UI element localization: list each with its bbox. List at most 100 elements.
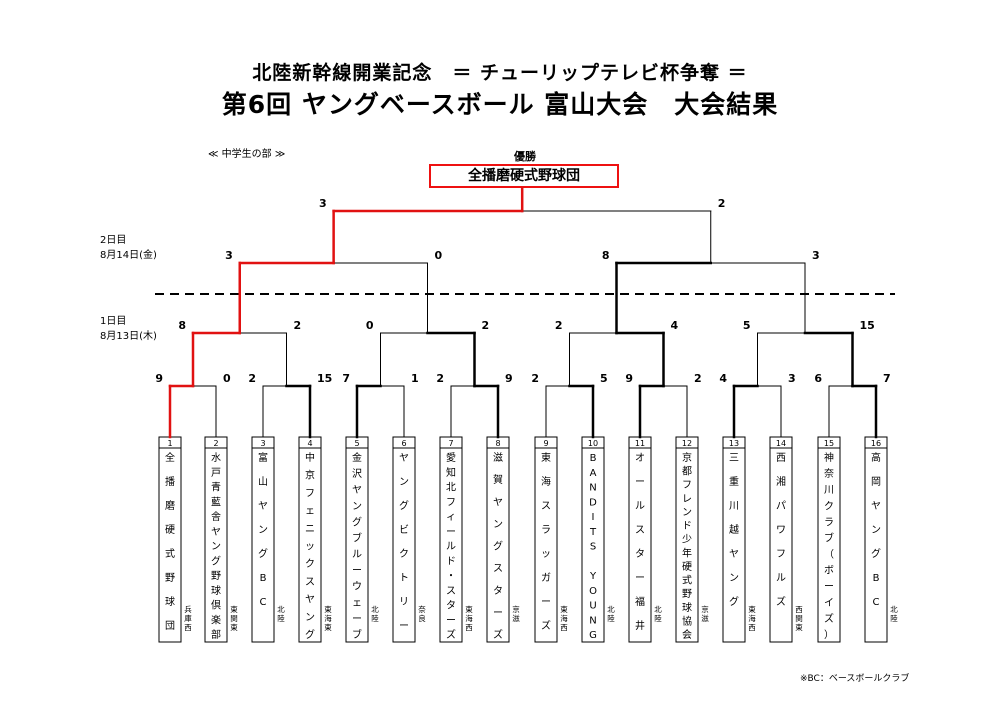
team-region-char: 滋 xyxy=(701,613,709,623)
team-name-char: ル xyxy=(446,542,456,553)
team-name-char: 野 xyxy=(682,588,692,600)
team-name-char: ス xyxy=(305,577,315,588)
team-region-char: 陸 xyxy=(371,613,379,623)
team-region-char: 東 xyxy=(795,622,803,632)
team-name-char: グ xyxy=(729,595,739,608)
team-name-char: ー xyxy=(541,597,551,608)
team-name-char: ン xyxy=(493,519,503,530)
team-region-char: 良 xyxy=(418,613,426,623)
team-name-char: ス xyxy=(635,525,645,536)
team-name-char: 岡 xyxy=(871,476,881,488)
team-name-char: 賀 xyxy=(493,474,503,486)
team-name-char: 全 xyxy=(165,451,175,464)
team-number: 1 xyxy=(167,439,172,448)
team-name-char: ヤ xyxy=(258,501,268,512)
team-name-char: 東 xyxy=(541,451,551,464)
team-name-char: 愛 xyxy=(446,451,456,464)
team-number: 8 xyxy=(495,439,500,448)
team-name-char: フ xyxy=(682,480,692,491)
team-name-char: T xyxy=(589,527,597,538)
team-region-char: 北 xyxy=(371,605,379,614)
team-name-char: 倶 xyxy=(211,599,221,612)
team-name-char: C xyxy=(873,597,880,608)
section-label: ≪ 中学生の部 ≫ xyxy=(208,149,286,160)
score-left: 2 xyxy=(436,372,444,385)
team-name-char: Y xyxy=(589,571,597,582)
team-region-char: 西 xyxy=(560,623,568,632)
team-name-char: ウ xyxy=(352,581,362,593)
title-line-2: 第6回 ヤングベースボール 富山大会 大会結果 xyxy=(221,90,779,119)
team-name-char: フ xyxy=(305,488,315,499)
team-region-char: 東 xyxy=(324,604,332,614)
team-name-char: ー xyxy=(824,582,834,593)
team-name-char: 知 xyxy=(446,466,456,479)
team-name-char: ン xyxy=(305,612,315,623)
score-left: 5 xyxy=(743,319,751,332)
team-name-char: 団 xyxy=(165,620,175,632)
team-number: 2 xyxy=(213,439,218,448)
day1-name: 1日目 xyxy=(100,316,127,327)
team-name-char: （ xyxy=(824,549,834,561)
team-name-char: 式 xyxy=(165,547,175,560)
score-right: 15 xyxy=(317,372,332,385)
team-region-char: 北 xyxy=(277,605,285,614)
team-name-char: 硬 xyxy=(165,524,175,536)
team-name-char: イ xyxy=(824,598,834,609)
team-region-char: 奈 xyxy=(418,604,426,614)
team-name-char: タ xyxy=(635,548,645,560)
team-name-char: B xyxy=(590,453,597,464)
team-name-char: 越 xyxy=(729,523,739,536)
team-name-char: ズ xyxy=(776,595,786,608)
team-name-char: ヤ xyxy=(871,501,881,512)
team-name-char: ル xyxy=(635,501,645,512)
team-name-char: 播 xyxy=(165,475,175,488)
team-region-char: 東 xyxy=(230,622,238,632)
team-name-char: ヤ xyxy=(399,453,409,464)
team-region-char: 京 xyxy=(512,604,520,614)
team-name-char: 部 xyxy=(211,628,221,641)
team-name-char: 舎 xyxy=(211,511,221,523)
team-name-char: U xyxy=(589,601,596,612)
team-name-char: 会 xyxy=(682,628,692,641)
team-name-char: 式 xyxy=(682,574,692,587)
team-box xyxy=(298,436,322,643)
score-left: 2 xyxy=(531,372,539,385)
team-name-char: ブ xyxy=(352,628,362,641)
team-name-char: グ xyxy=(305,628,315,641)
score-right: 0 xyxy=(435,249,443,262)
team-number: 13 xyxy=(729,439,739,448)
team-name-char: ン xyxy=(682,507,692,518)
team-region-char: 東 xyxy=(230,604,238,614)
team-name-char: G xyxy=(589,630,597,641)
score-left: 3 xyxy=(319,197,327,210)
day2-date: 8月14日(金) xyxy=(100,250,157,261)
score-right: 2 xyxy=(694,372,702,385)
team-region-char: 北 xyxy=(654,605,662,614)
team-name-char: 水 xyxy=(211,452,221,464)
score-left: 8 xyxy=(178,319,186,332)
team-name-char: N xyxy=(589,483,596,494)
day2-name: 2日目 xyxy=(100,235,127,246)
team-name-char: パ xyxy=(776,500,786,512)
team-box xyxy=(864,436,888,643)
team-name-char: 中 xyxy=(305,451,315,464)
team-name-char: ル xyxy=(352,550,362,561)
team-number: 3 xyxy=(260,439,265,448)
team-name-char: 山 xyxy=(258,476,268,488)
team-number: 11 xyxy=(635,439,645,448)
team-number: 7 xyxy=(448,439,453,448)
team-name-char: ィ xyxy=(446,512,456,523)
team-number: 4 xyxy=(307,439,312,448)
team-name-char: ス xyxy=(446,586,456,597)
team-region-char: 京 xyxy=(701,604,709,614)
team-name-char: ン xyxy=(211,542,221,553)
team-name-char: ッ xyxy=(541,549,551,560)
team-box xyxy=(251,436,275,643)
score-right: 7 xyxy=(883,372,891,385)
score-right: 4 xyxy=(671,319,679,332)
team-name-char: 球 xyxy=(682,601,692,614)
team-name-char: ー xyxy=(352,566,362,577)
team-name-char: ー xyxy=(446,615,456,626)
team-name-char: ス xyxy=(493,564,503,575)
team-name-char: ボ xyxy=(824,565,834,577)
